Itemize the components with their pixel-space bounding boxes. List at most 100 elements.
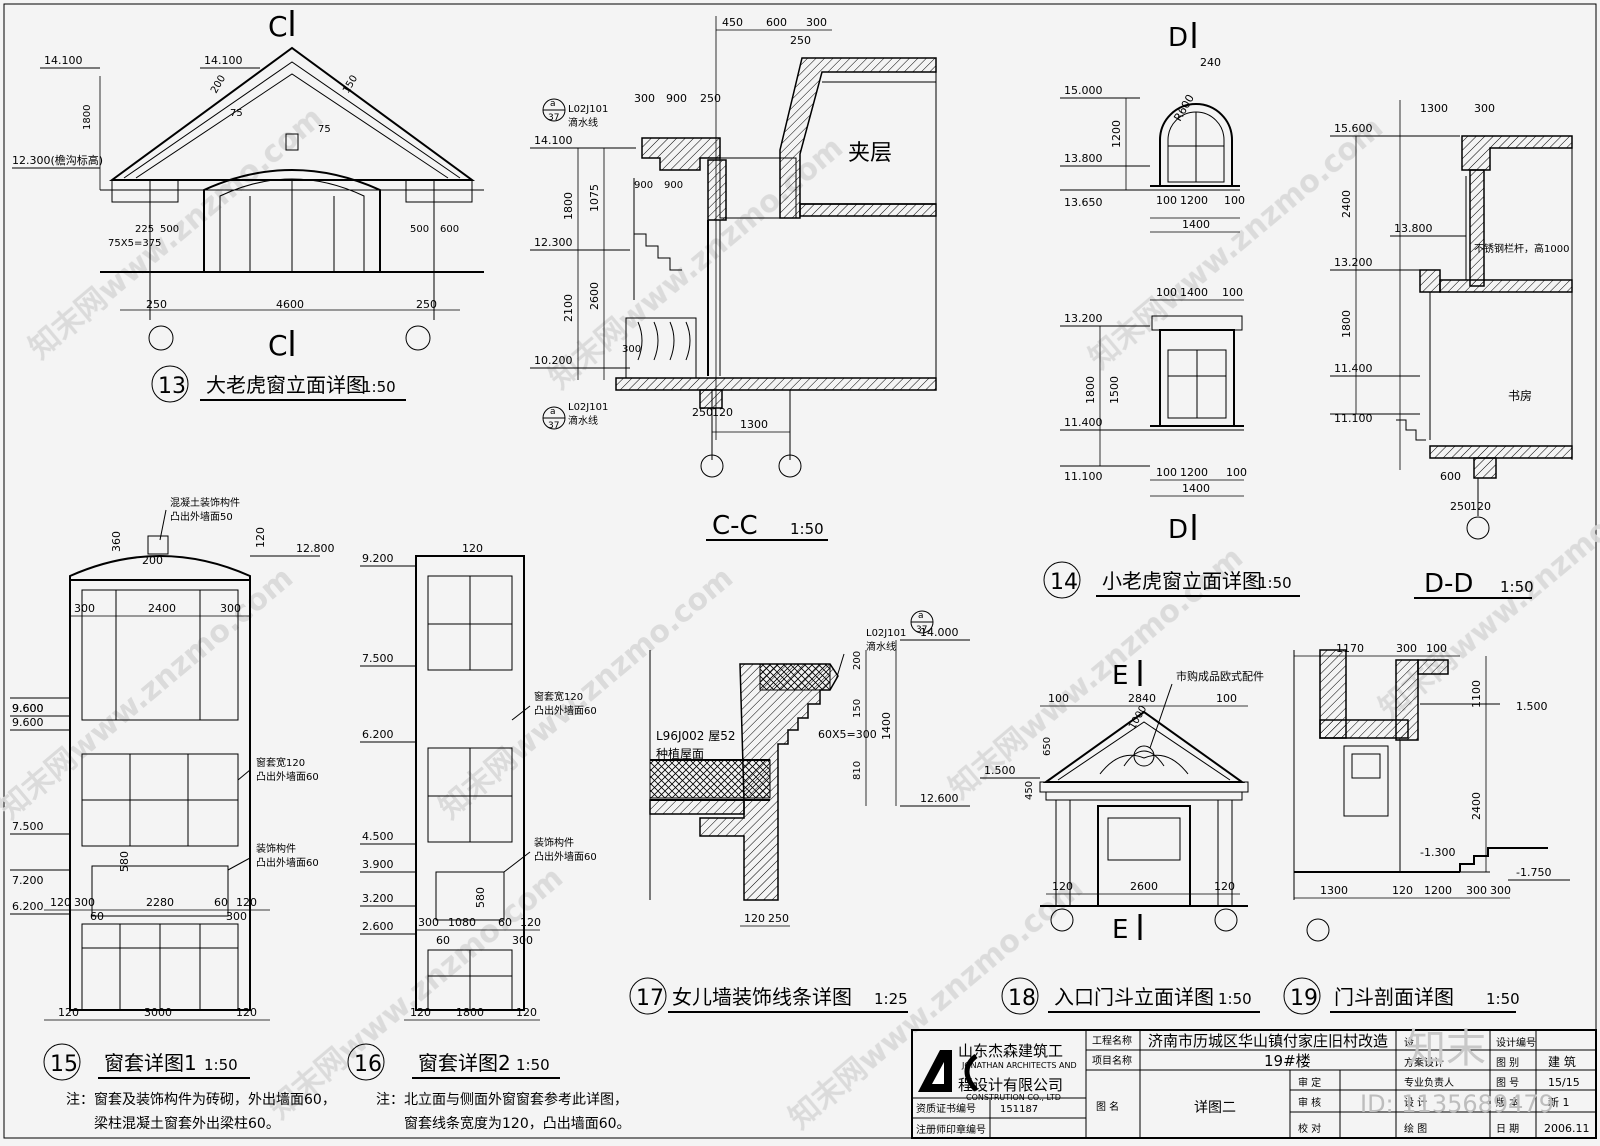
svg-text:60: 60 [498, 916, 512, 929]
svg-text:门斗剖面详图: 门斗剖面详图 [1334, 985, 1454, 1009]
svg-text:300: 300 [418, 916, 439, 929]
svg-text:4600: 4600 [276, 298, 304, 311]
svg-text:120: 120 [712, 406, 733, 419]
svg-text:4.500: 4.500 [362, 830, 394, 843]
svg-text:200: 200 [142, 554, 163, 567]
svg-text:100: 100 [1426, 642, 1447, 655]
svg-text:100: 100 [1224, 194, 1245, 207]
svg-text:9.600: 9.600 [12, 702, 44, 715]
svg-text:100: 100 [1216, 692, 1237, 705]
svg-text:11.400: 11.400 [1064, 416, 1103, 429]
svg-text:14.100: 14.100 [44, 54, 83, 67]
svg-text:a: a [918, 611, 924, 621]
svg-text:225: 225 [135, 224, 154, 235]
svg-text:120: 120 [236, 1006, 257, 1019]
svg-text:1080: 1080 [448, 916, 476, 929]
svg-text:10.200: 10.200 [534, 354, 573, 367]
svg-text:250: 250 [692, 406, 713, 419]
svg-text:1800: 1800 [562, 192, 575, 220]
svg-text:1170: 1170 [1336, 642, 1364, 655]
svg-text:程设计有限公司: 程设计有限公司 [958, 1076, 1063, 1094]
svg-text:1:25: 1:25 [874, 990, 908, 1008]
svg-text:1:50: 1:50 [1486, 990, 1520, 1008]
svg-text:19: 19 [1290, 986, 1318, 1011]
svg-text:新 1: 新 1 [1548, 1095, 1570, 1109]
svg-text:窗套详图1: 窗套详图1 [104, 1051, 197, 1075]
svg-text:凸出外墙面50: 凸出外墙面50 [170, 510, 233, 523]
svg-text:建 筑: 建 筑 [1548, 1054, 1576, 1069]
svg-text:a: a [550, 407, 556, 417]
svg-text:120: 120 [462, 542, 483, 555]
sheet-border [3, 3, 1597, 1139]
svg-text:250: 250 [1450, 500, 1471, 513]
svg-text:-1.750: -1.750 [1516, 866, 1551, 879]
svg-text:2400: 2400 [1470, 792, 1483, 820]
detail-17-parapet-moulding: 14.000 12.600 1400 200 150 810 60X5=300 … [629, 610, 970, 1015]
svg-text:2.600: 2.600 [362, 920, 394, 933]
svg-text:窗套宽120: 窗套宽120 [256, 756, 305, 769]
svg-text:300: 300 [74, 602, 95, 615]
svg-text:300: 300 [1466, 884, 1487, 897]
svg-text:500: 500 [160, 224, 179, 235]
svg-text:75: 75 [318, 124, 331, 135]
svg-text:1400: 1400 [1182, 482, 1210, 495]
svg-text:13.800: 13.800 [1394, 222, 1433, 235]
svg-text:1500: 1500 [1108, 376, 1121, 404]
svg-text:绘 图: 绘 图 [1404, 1122, 1427, 1135]
svg-text:版 本: 版 本 [1496, 1096, 1519, 1109]
svg-text:9.600: 9.600 [12, 702, 44, 715]
svg-text:1.500: 1.500 [1516, 700, 1548, 713]
svg-text:580: 580 [474, 887, 487, 908]
svg-text:7.500: 7.500 [362, 652, 394, 665]
svg-text:300: 300 [634, 92, 655, 105]
svg-text:1:50: 1:50 [1218, 990, 1252, 1008]
svg-text:图 别: 图 别 [1496, 1057, 1519, 1069]
svg-text:37: 37 [548, 421, 559, 431]
svg-text:凸出外墙面60: 凸出外墙面60 [256, 856, 319, 869]
svg-text:种植屋面: 种植屋面 [656, 746, 704, 761]
svg-text:2280: 2280 [146, 896, 174, 909]
svg-text:11.100: 11.100 [1064, 470, 1103, 483]
svg-text:900: 900 [666, 92, 687, 105]
svg-text:14.100: 14.100 [534, 134, 573, 147]
svg-text:120: 120 [58, 1006, 79, 1019]
svg-text:1300: 1300 [1320, 884, 1348, 897]
svg-text:D: D [1168, 515, 1188, 545]
svg-text:日 期: 日 期 [1496, 1123, 1519, 1135]
svg-text:100: 100 [1156, 194, 1177, 207]
svg-text:60: 60 [90, 910, 104, 923]
detail-dd-section: 书房 不锈钢栏杆，高1000 15.600 13.800 13.200 11.4… [1330, 100, 1573, 599]
svg-text:600: 600 [440, 224, 459, 235]
detail-15-note-2: 梁柱混凝土窗套外出梁柱60。 [94, 1115, 280, 1132]
svg-text:C: C [268, 10, 288, 43]
svg-text:120: 120 [1214, 880, 1235, 893]
svg-text:300: 300 [74, 896, 95, 909]
svg-text:13.650: 13.650 [1064, 196, 1103, 209]
svg-text:1:50: 1:50 [204, 1056, 238, 1074]
svg-text:1300: 1300 [740, 418, 768, 431]
svg-text:100: 100 [1156, 466, 1177, 479]
svg-text:120: 120 [410, 1006, 431, 1019]
svg-text:300: 300 [806, 16, 827, 29]
svg-text:250: 250 [700, 92, 721, 105]
svg-text:13: 13 [158, 374, 186, 399]
svg-text:2400: 2400 [148, 602, 176, 615]
svg-text:1400: 1400 [1182, 218, 1210, 231]
svg-text:书房: 书房 [1508, 388, 1532, 403]
svg-text:窗套宽120: 窗套宽120 [534, 690, 583, 703]
svg-text:山东杰森建筑工: 山东杰森建筑工 [958, 1042, 1063, 1060]
svg-text:9.600: 9.600 [12, 716, 44, 729]
svg-text:审 定: 审 定 [1298, 1076, 1321, 1089]
svg-text:1200: 1200 [1424, 884, 1452, 897]
svg-text:校 对: 校 对 [1298, 1122, 1321, 1135]
svg-text:E: E [1112, 661, 1128, 691]
svg-text:12.800: 12.800 [296, 542, 335, 555]
svg-text:装饰构件: 装饰构件 [256, 842, 296, 855]
svg-text:混凝土装饰构件: 混凝土装饰构件 [170, 496, 240, 509]
detail-cc-section: 450 600 300 250 夹层 14.100 12.300 10.200 … [530, 16, 937, 541]
detail-16-window-trim-2: 9.200 7.500 6.200 4.500 3.900 3.200 2.60… [347, 542, 631, 1132]
svg-text:13.200: 13.200 [1334, 256, 1373, 269]
svg-text:12.300(檐沟标高): 12.300(檐沟标高) [12, 153, 103, 167]
svg-text:13.800: 13.800 [1064, 152, 1103, 165]
